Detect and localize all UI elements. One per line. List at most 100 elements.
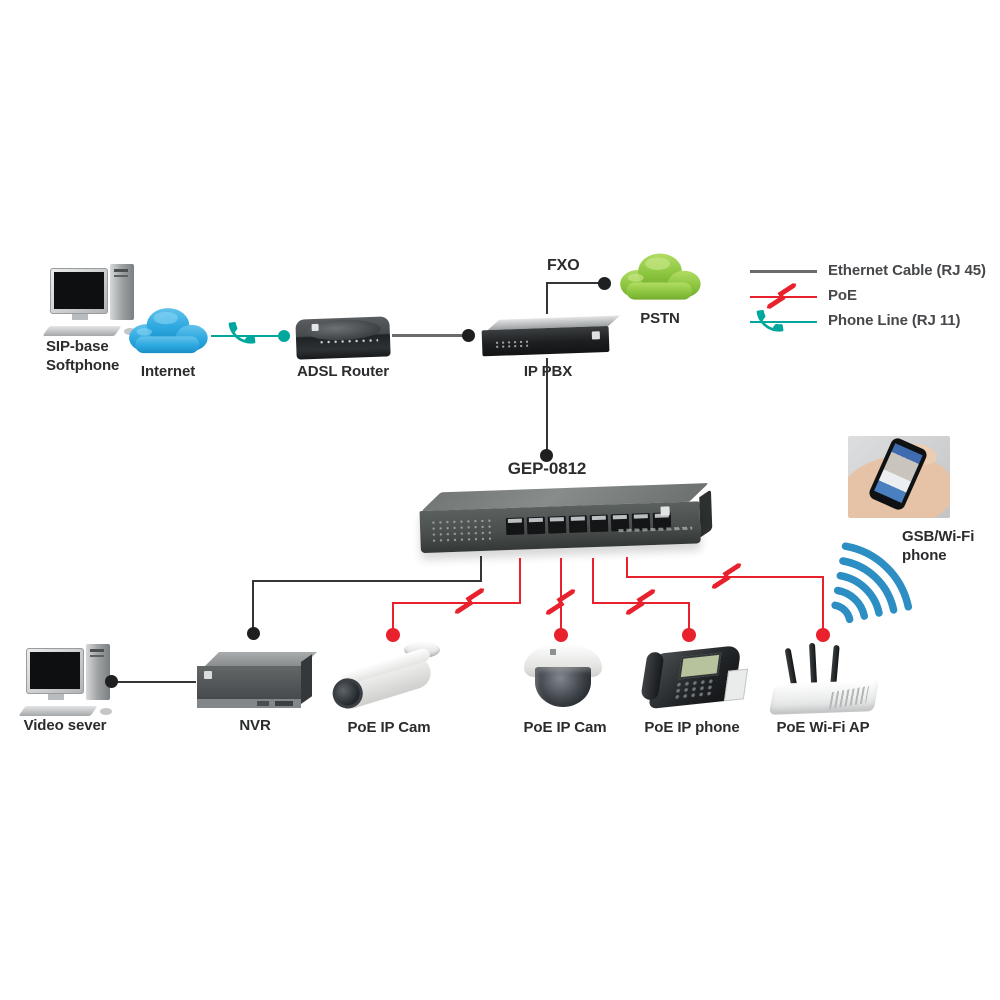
internet-cloud-icon bbox=[129, 308, 208, 354]
wifi-signal-icon bbox=[831, 542, 913, 624]
poe-bolt-icon bbox=[624, 590, 658, 616]
sip-softphone-label-line1: SIP-base bbox=[46, 338, 109, 355]
camera-lens bbox=[328, 674, 367, 713]
switch-port bbox=[505, 517, 525, 536]
poe-line-ap-v2 bbox=[822, 576, 824, 630]
phone-line-internet-adsl bbox=[211, 335, 283, 337]
nvr-illustration bbox=[197, 652, 317, 712]
poe-bolt-icon bbox=[544, 590, 578, 616]
ethernet-line-switch-nvr-h bbox=[252, 580, 482, 582]
ip-pbx-label: IP PBX bbox=[523, 363, 573, 380]
ap-antenna bbox=[808, 642, 818, 684]
computer-monitor bbox=[26, 648, 84, 694]
nvr-side-face bbox=[301, 654, 312, 704]
poe-ip-phone-illustration bbox=[636, 644, 750, 718]
legend-poe-label: PoE bbox=[828, 287, 857, 304]
adsl-router-leds bbox=[318, 337, 379, 345]
ip-pbx-illustration bbox=[481, 315, 621, 365]
connector-dot-pbx bbox=[462, 329, 475, 342]
computer-screen bbox=[54, 272, 104, 309]
nvr-front-face bbox=[197, 666, 301, 708]
legend-row-poe: PoE bbox=[748, 285, 998, 311]
switch-port bbox=[547, 516, 567, 534]
poe-dot-ap bbox=[816, 628, 830, 642]
computer-keyboard bbox=[42, 326, 122, 336]
gsb-phone-label: GSB/Wi-Fi phone bbox=[902, 527, 974, 565]
phone-line-endpoint-dot bbox=[278, 330, 290, 342]
pstn-label: PSTN bbox=[640, 310, 680, 327]
poe-dot-phone bbox=[682, 628, 696, 642]
poe-bolt-icon bbox=[453, 589, 487, 615]
poe-line-phone-v1 bbox=[592, 558, 594, 604]
ip-phone-label-card bbox=[723, 668, 749, 702]
ip-phone-display bbox=[678, 652, 722, 680]
computer-tower bbox=[86, 644, 110, 700]
connector-dot-pstn bbox=[598, 277, 611, 290]
pstn-cloud-icon bbox=[620, 253, 701, 300]
adsl-router-label: ADSL Router bbox=[297, 363, 389, 380]
internet-label: Internet bbox=[140, 363, 196, 380]
connector-dot-videoserver bbox=[105, 675, 118, 688]
nvr-label: NVR bbox=[239, 717, 271, 734]
poe-line-phone-v2 bbox=[688, 602, 690, 630]
poe-switch-illustration bbox=[419, 481, 713, 565]
ip-pbx-front-face bbox=[481, 325, 610, 357]
computer-screen bbox=[30, 652, 80, 689]
computer-monitor bbox=[50, 268, 108, 314]
adsl-router-illustration bbox=[295, 312, 392, 364]
poe-bolt-icon bbox=[710, 564, 744, 590]
camera-body bbox=[328, 652, 435, 713]
switch-side-face bbox=[699, 489, 713, 538]
fxo-line-horizontal bbox=[546, 282, 602, 284]
phone-handset-icon bbox=[754, 305, 786, 337]
switch-logo bbox=[660, 506, 670, 516]
legend-row-phone-line: Phone Line (RJ 11) bbox=[748, 309, 998, 336]
fxo-line-vertical bbox=[546, 283, 548, 314]
poe-ip-cam1-label: PoE IP Cam bbox=[347, 719, 431, 736]
monitor-stand bbox=[48, 694, 64, 700]
switch-port bbox=[526, 516, 546, 535]
switch-led-panel bbox=[429, 517, 493, 544]
sip-softphone-label-line2: Softphone bbox=[46, 357, 120, 374]
poe-dome-camera-illustration bbox=[514, 641, 612, 717]
poe-dot-cam2 bbox=[554, 628, 568, 642]
switch-port bbox=[589, 514, 609, 533]
legend-ethernet-label: Ethernet Cable (RJ 45) bbox=[828, 262, 986, 279]
connector-dot-switch bbox=[540, 449, 553, 462]
ip-pbx-markings bbox=[493, 339, 529, 349]
poe-line-cam1-v2 bbox=[392, 602, 394, 630]
computer-keyboard bbox=[18, 706, 98, 716]
sip-softphone-label: SIP-base Softphone bbox=[46, 337, 119, 375]
legend-phone-line-label: Phone Line (RJ 11) bbox=[828, 312, 961, 329]
connector-dot-nvr bbox=[247, 627, 260, 640]
ethernet-line-switch-nvr-v2 bbox=[252, 580, 254, 630]
poe-dot-cam1 bbox=[386, 628, 400, 642]
legend-row-ethernet: Ethernet Cable (RJ 45) bbox=[748, 260, 998, 286]
poe-ip-phone-label: PoE IP phone bbox=[644, 719, 740, 736]
switch-front-face bbox=[419, 501, 701, 554]
sip-softphone-computer-illustration bbox=[42, 264, 138, 342]
adsl-router-logo bbox=[311, 323, 319, 332]
adsl-router-body bbox=[295, 316, 391, 360]
legend-phone-line bbox=[750, 321, 817, 323]
ethernet-line-switch-nvr-v1 bbox=[480, 556, 482, 582]
poe-ip-cam2-label: PoE IP Cam bbox=[523, 719, 607, 736]
phone-handset-icon bbox=[226, 317, 258, 349]
switch-port bbox=[568, 515, 588, 533]
nvr-logo bbox=[204, 671, 212, 679]
video-server-computer-illustration bbox=[18, 644, 114, 722]
ethernet-line-videoserver-nvr bbox=[116, 681, 196, 683]
poe-line-ap-v1 bbox=[626, 557, 628, 578]
gsb-phone-label-line2: phone bbox=[902, 547, 947, 564]
switch-print-text bbox=[618, 526, 693, 533]
ethernet-line-adsl-pbx bbox=[392, 334, 464, 337]
video-server-label: Video sever bbox=[23, 717, 107, 734]
ethernet-line-pbx-switch bbox=[546, 358, 548, 451]
gsb-phone-photo bbox=[848, 436, 950, 518]
computer-tower bbox=[110, 264, 134, 320]
ap-antenna bbox=[830, 644, 840, 686]
ip-pbx-logo bbox=[591, 331, 601, 340]
poe-wifi-ap-illustration bbox=[768, 642, 884, 720]
dome-camera-dome bbox=[535, 667, 591, 707]
